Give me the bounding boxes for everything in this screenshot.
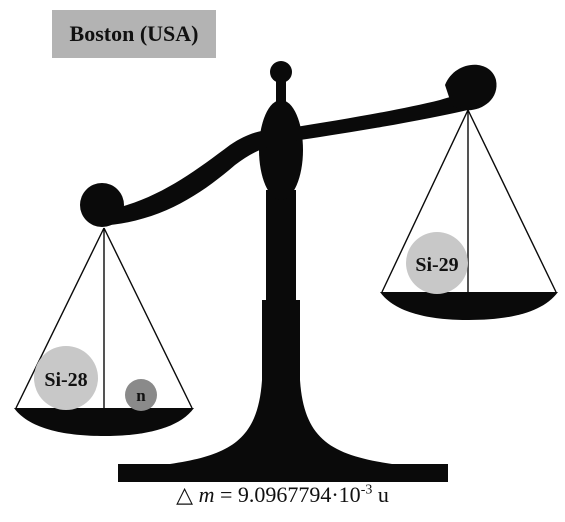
balance-column-knob [259, 100, 303, 200]
left-pan-string-right [103, 227, 193, 409]
right-pan-string-left [381, 109, 469, 293]
beam-left-end [80, 183, 124, 227]
balance-base [118, 464, 448, 482]
si29-atom [406, 232, 468, 294]
right-pan [380, 292, 558, 320]
balance-finial [270, 61, 292, 83]
mass-difference-caption: △ m = 9.0967794·10-3 u [0, 482, 565, 508]
balance-beam [95, 90, 482, 226]
balance-finial-stem [276, 80, 286, 110]
mass-value: = 9.0967794·10 [214, 482, 361, 507]
right-pan-string-right [467, 109, 557, 293]
left-pan-string-left [15, 227, 105, 409]
location-label: Boston (USA) [52, 10, 216, 58]
si28-label: Si-28 [44, 369, 87, 391]
balance-column [266, 190, 296, 390]
mass-exponent: -3 [360, 482, 373, 498]
left-pan [14, 408, 194, 436]
si29-label: Si-29 [415, 254, 458, 276]
beam-right-end [445, 64, 497, 111]
neutron-particle [125, 379, 157, 411]
neutron-label: n [136, 386, 146, 405]
mass-unit: u [372, 482, 389, 507]
mass-variable: m [198, 482, 215, 507]
si28-atom [34, 346, 98, 410]
delta-symbol: △ [176, 482, 194, 507]
